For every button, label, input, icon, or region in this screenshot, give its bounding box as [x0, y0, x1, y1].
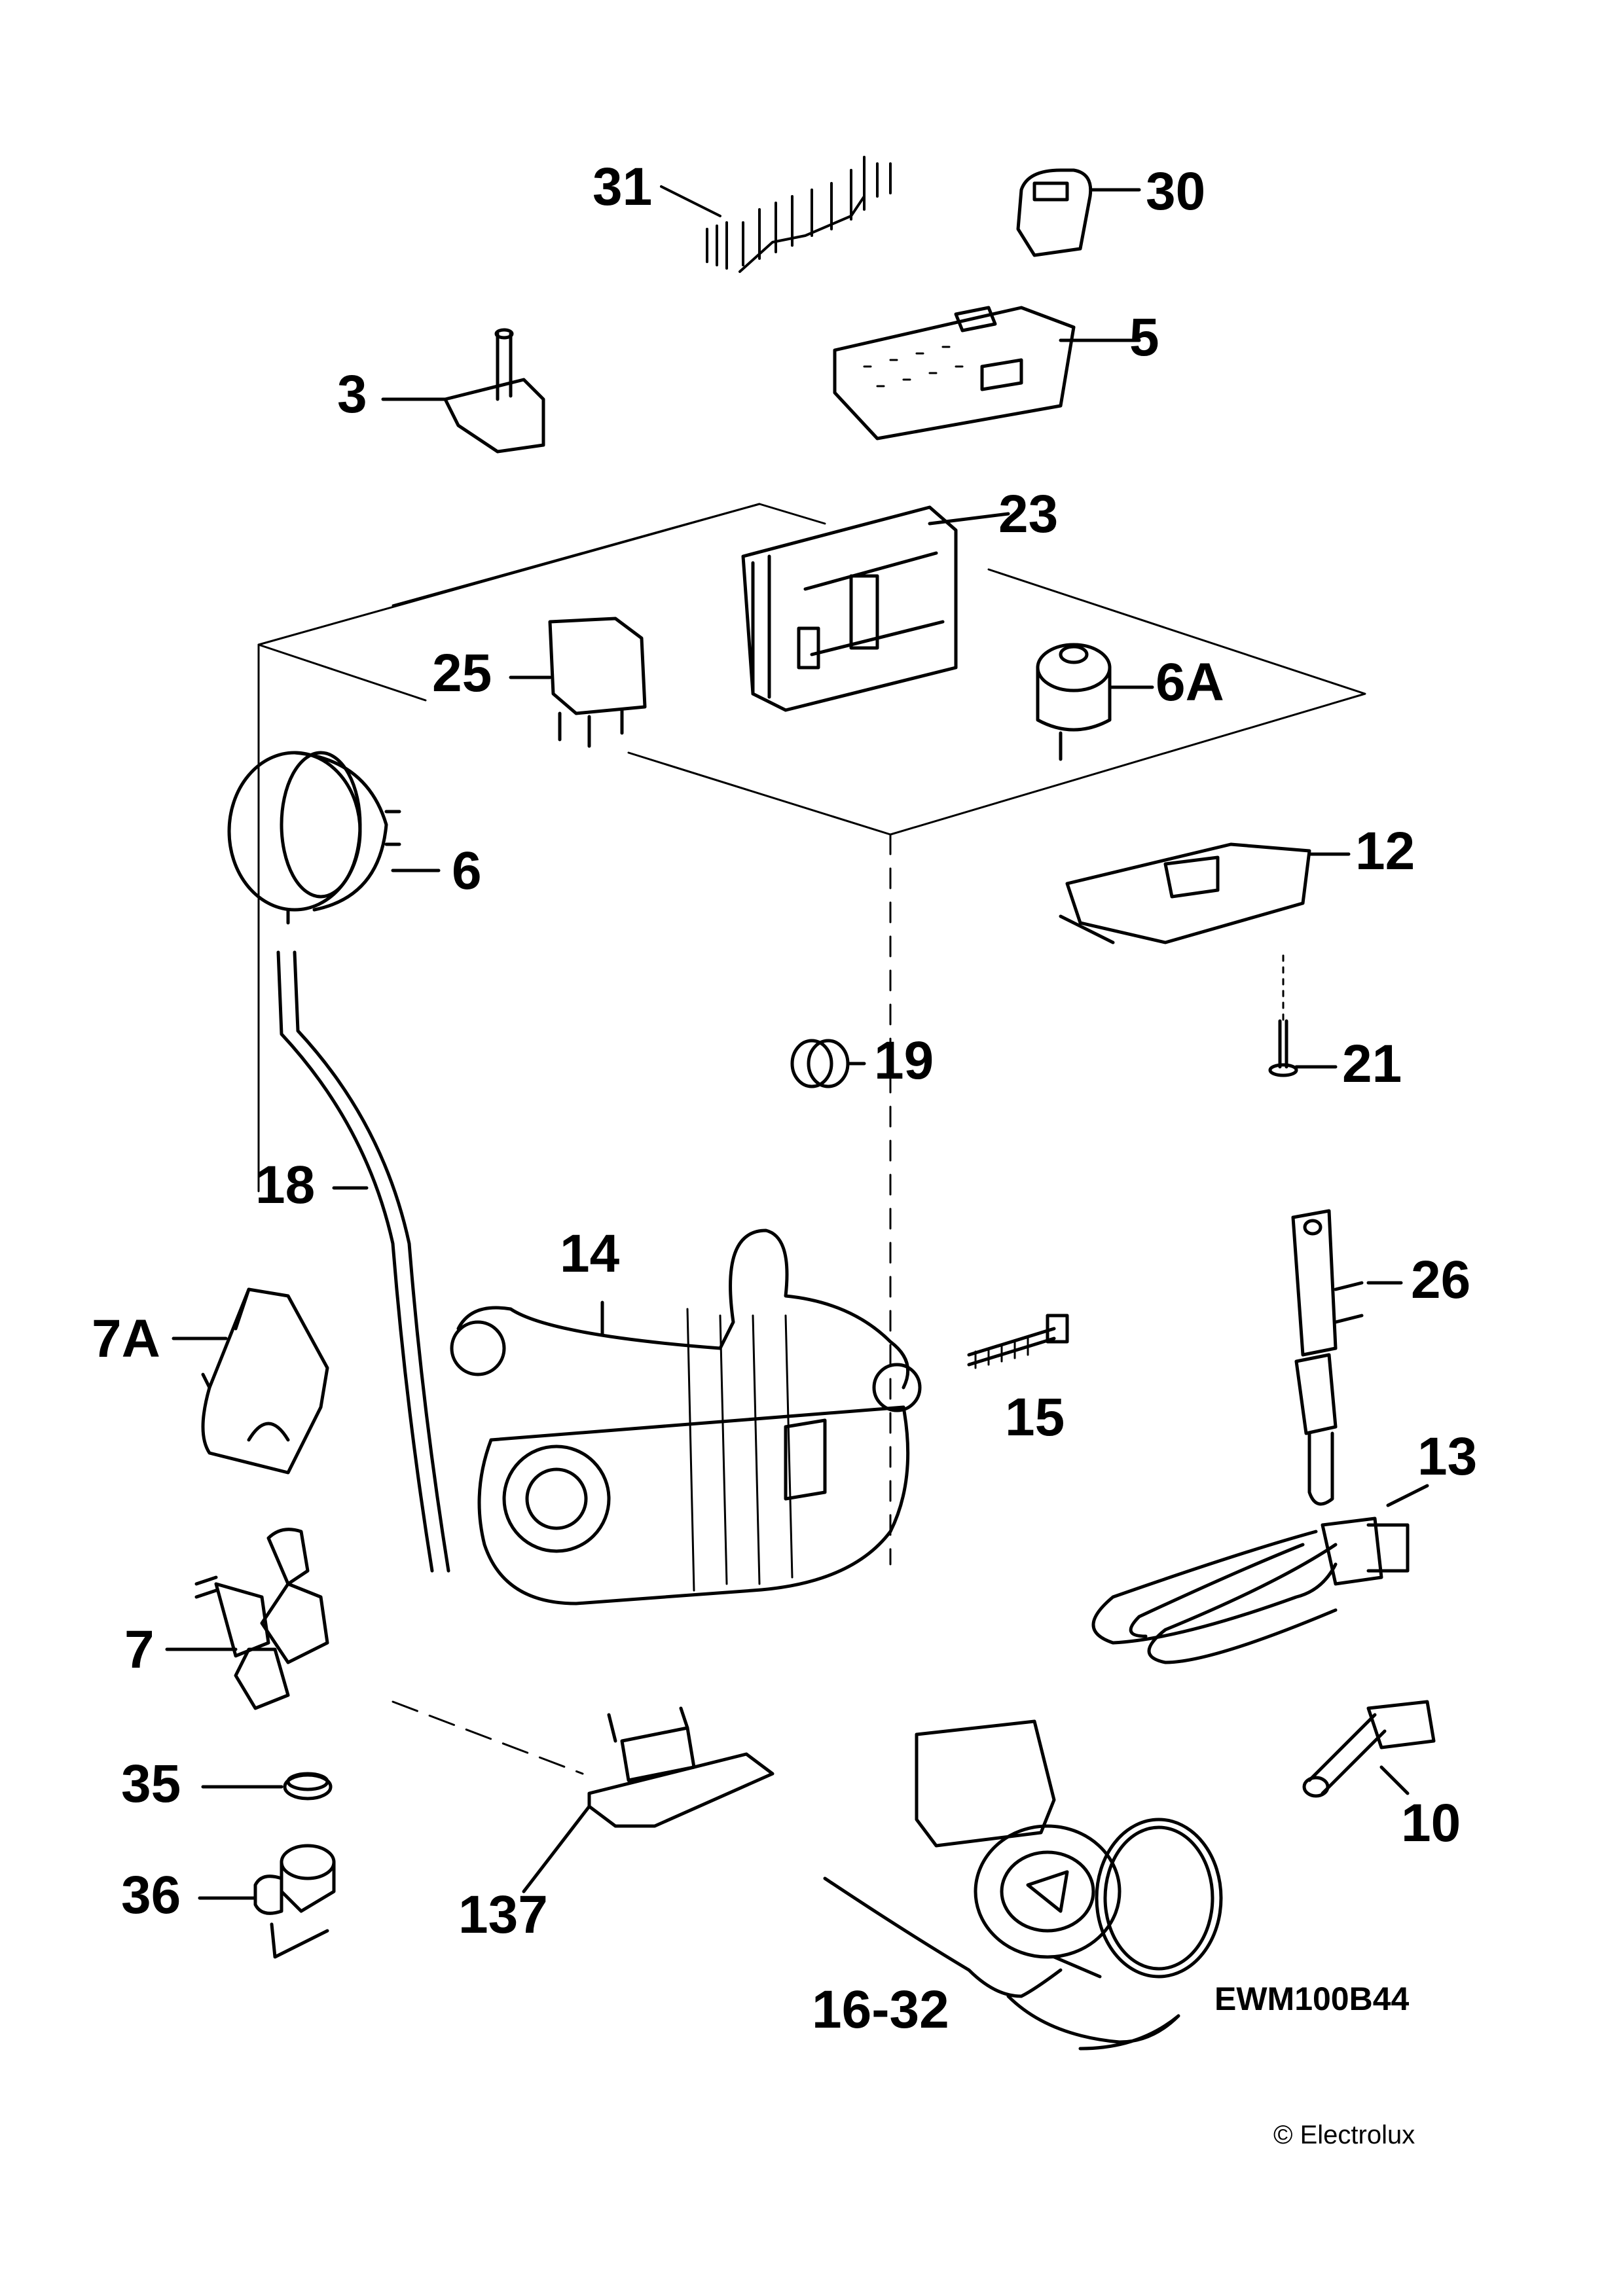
label-part-31: 31 [593, 157, 653, 217]
label-part-14: 14 [560, 1224, 620, 1283]
part-137-sensor-module [522, 1706, 775, 1893]
label-part-23: 23 [998, 484, 1059, 544]
label-part-12: 12 [1355, 821, 1415, 881]
part-30-component [1016, 168, 1141, 257]
part-3-switch [381, 328, 545, 454]
part-15-screw [967, 1314, 1069, 1369]
part-6-timer [227, 751, 441, 925]
part-13-heating-element [1091, 1484, 1429, 1664]
label-part-21: 21 [1342, 1034, 1402, 1094]
label-part-30: 30 [1146, 162, 1206, 221]
part-26-bracket [1291, 1209, 1403, 1506]
label-part-36: 36 [121, 1865, 181, 1925]
label-part-7: 7 [124, 1620, 155, 1679]
label-part-25: 25 [432, 643, 492, 703]
label-part-6a: 6A [1156, 653, 1224, 712]
part-35-ring [201, 1772, 333, 1801]
part-7-inlet-valve [165, 1528, 329, 1710]
part-14-motor [450, 1229, 922, 1605]
part-5-circuit-board [833, 306, 1141, 440]
label-part-26: 26 [1411, 1250, 1471, 1310]
part-18-hose [276, 950, 450, 1573]
label-part-15: 15 [1005, 1388, 1065, 1447]
label-part-6: 6 [452, 841, 482, 901]
label-part-13: 13 [1417, 1427, 1478, 1486]
label-part-16-32: 16-32 [812, 1980, 949, 2039]
label-part-10: 10 [1401, 1793, 1461, 1853]
model-number: EWM100B44 [1214, 1981, 1410, 2017]
part-36-connector [198, 1844, 336, 1959]
part-21-screw [1268, 954, 1338, 1077]
part-25-suppressor [509, 617, 647, 748]
label-part-19: 19 [874, 1031, 934, 1090]
part-10-sensor [1302, 1700, 1436, 1798]
label-part-35: 35 [121, 1754, 181, 1814]
part-23-control-housing [741, 505, 1010, 712]
part-6a-pressure-switch [1036, 643, 1154, 761]
label-part-5: 5 [1129, 308, 1159, 367]
copyright-notice: © Electrolux [1273, 2121, 1415, 2149]
label-part-137: 137 [458, 1885, 548, 1945]
label-part-18: 18 [255, 1155, 316, 1215]
part-31-wiring-harness [660, 156, 892, 273]
label-part-3: 3 [337, 365, 367, 424]
label-part-7a: 7A [92, 1309, 160, 1369]
part-16-32-drain-pump [823, 1719, 1223, 2051]
part-19-grommet [790, 1039, 866, 1088]
part-12-door-lock [1059, 842, 1351, 944]
cabinet-outline [257, 503, 1366, 1775]
part-7a-cover [172, 1287, 329, 1475]
